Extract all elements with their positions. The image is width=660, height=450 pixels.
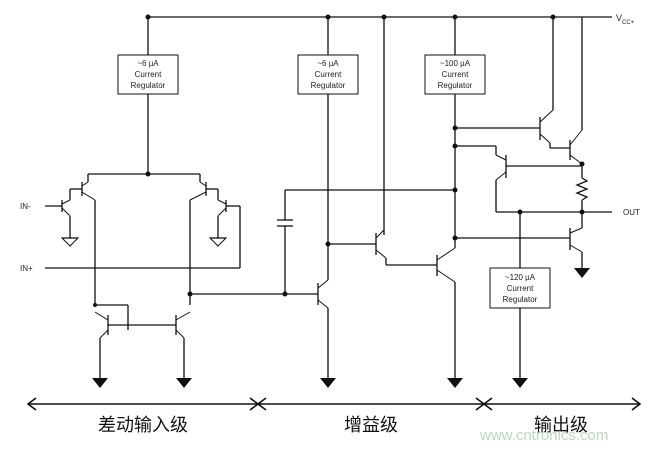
regulator-value: ~120 µA	[505, 273, 536, 282]
stage-label-gain: 增益级	[344, 415, 398, 436]
regulator-value: ~100 µA	[440, 59, 471, 68]
vcc-rail	[145, 14, 612, 20]
stage-arrows	[26, 397, 642, 411]
in-minus-label: IN-	[20, 202, 31, 211]
output-stage	[452, 94, 612, 388]
in-plus-label: IN+	[20, 264, 33, 273]
regulator-line1: Current	[135, 70, 162, 79]
regulator-line2: Regulator	[438, 81, 473, 90]
current-regulator-100ua: ~100 µA Current Regulator	[424, 54, 486, 95]
regulator-line1: Current	[507, 284, 534, 293]
regulator-value: ~6 µA	[317, 59, 339, 68]
input-transistor-right	[189, 181, 241, 305]
out-label: OUT	[623, 208, 640, 217]
watermark-text: www.cntronics.com	[479, 427, 608, 444]
regulator-line1: Current	[315, 70, 342, 79]
regulator-line2: Regulator	[131, 81, 166, 90]
regulator-line2: Regulator	[503, 295, 538, 304]
regulator-value: ~6 µA	[137, 59, 159, 68]
current-regulator-120ua: ~120 µA Current Regulator	[489, 267, 551, 309]
stage-label-output: 输出级	[534, 415, 588, 436]
regulator-line2: Regulator	[311, 81, 346, 90]
current-regulator-6ua-gain: ~6 µA Current Regulator	[297, 54, 359, 95]
regulator-line1: Current	[442, 70, 469, 79]
vcc-label: VCC+	[616, 13, 635, 26]
current-regulator-6ua-input: ~6 µA Current Regulator	[117, 54, 179, 95]
gain-stage	[277, 94, 463, 388]
current-mirror	[92, 303, 192, 388]
stage-label-differential-input: 差动输入级	[98, 415, 188, 436]
input-transistor-left	[45, 181, 96, 305]
differential-input-stage	[45, 94, 318, 388]
